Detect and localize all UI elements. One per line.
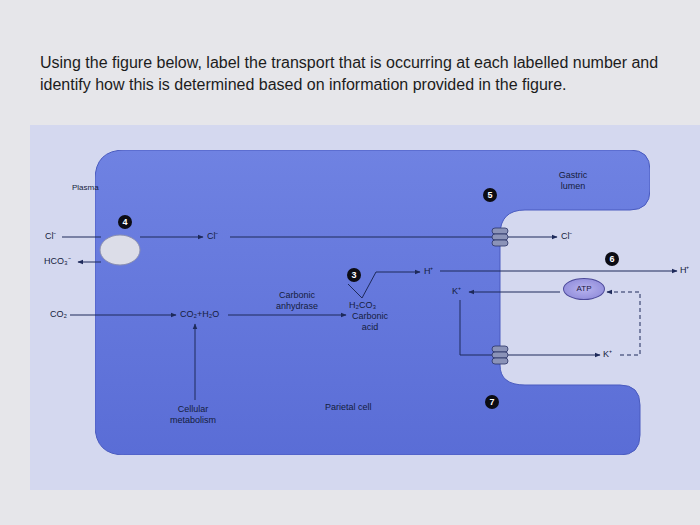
ion-label: Cl⁻ — [45, 231, 57, 242]
reaction-arrow — [228, 315, 346, 316]
co2-arrow — [70, 315, 176, 316]
ion-label: K⁺ — [603, 349, 612, 360]
region-label: Gastric lumen — [553, 170, 593, 192]
proton-arrow — [376, 272, 420, 273]
potassium-dashed — [607, 292, 640, 355]
callout-digit: 4 — [122, 217, 127, 227]
callout-number: 6 — [605, 252, 619, 266]
process-label: Cellular metabolism — [160, 404, 226, 426]
callout-digit: 6 — [609, 254, 614, 264]
callout-digit: 3 — [351, 270, 356, 280]
callout-number: 3 — [347, 268, 361, 282]
chloride-line — [230, 237, 492, 238]
callout-digit: 5 — [487, 190, 492, 200]
potassium-arrow — [469, 292, 560, 293]
callout-digit: 7 — [489, 397, 494, 407]
chloride-arrow — [508, 237, 557, 238]
bicarbonate-arrow — [78, 262, 101, 263]
metabolism-arrow — [195, 324, 196, 400]
ion-label: H⁺ — [680, 265, 690, 276]
molecule-label: H₂CO₃ — [349, 300, 376, 311]
molecule-label: CO₂+H₂O — [180, 309, 219, 320]
figure-panel — [30, 125, 700, 490]
callout-number: 5 — [483, 188, 497, 202]
potassium-arrow — [508, 355, 600, 356]
callout-number: 7 — [485, 395, 499, 409]
potassium-line — [460, 300, 492, 355]
chloride-line — [62, 237, 101, 238]
dissociation-v — [348, 272, 376, 298]
atpase-pump: ATP — [563, 278, 605, 300]
chloride-arrow — [140, 237, 203, 238]
ion-label: Cl⁻ — [207, 231, 219, 242]
region-label: Plasma — [72, 182, 99, 193]
callout-number: 4 — [118, 215, 132, 229]
enzyme-label: Carbonic anhydrase — [268, 290, 326, 312]
ion-label: H⁺ — [424, 266, 434, 277]
ion-label: Cl⁻ — [561, 231, 573, 242]
molecule-label: Carbonic acid — [349, 311, 391, 333]
question-text: Using the figure below, label the transp… — [40, 52, 692, 96]
chloride-channel — [492, 228, 508, 246]
ion-label: HCO₃⁻ — [44, 256, 71, 267]
ion-label: K⁺ — [452, 286, 461, 297]
molecule-label: CO₂ — [50, 309, 67, 320]
pump-label: ATP — [577, 284, 592, 294]
cell-name: Parietal cell — [325, 402, 372, 413]
potassium-channel — [492, 346, 508, 364]
antiporter — [100, 235, 140, 265]
proton-arrow — [440, 271, 677, 272]
